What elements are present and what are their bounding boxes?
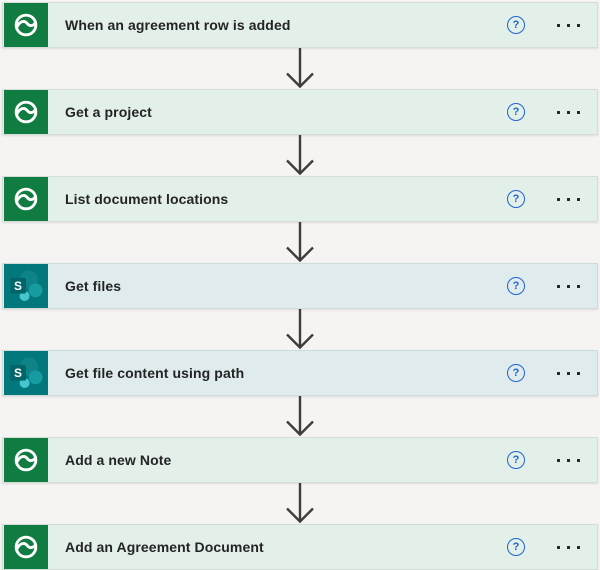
dataverse-icon	[4, 177, 48, 221]
flow-connector-arrow	[0, 48, 600, 89]
ellipsis-menu-button[interactable]	[555, 368, 582, 379]
flow-connector-arrow	[0, 309, 600, 350]
arrow-down-icon	[286, 483, 314, 524]
arrow-down-icon	[286, 396, 314, 437]
flow-step-sharepoint[interactable]: S Get file content using path ?	[2, 350, 598, 396]
ellipsis-menu-button[interactable]	[555, 20, 582, 31]
dataverse-icon	[4, 90, 48, 134]
connector-tile: S	[3, 90, 49, 134]
connector-tile: S	[3, 264, 49, 308]
flow-connector-arrow	[0, 222, 600, 263]
flow-connector-arrow	[0, 396, 600, 437]
step-actions: ?	[507, 277, 597, 295]
flow-connector-arrow	[0, 135, 600, 176]
dataverse-icon	[4, 3, 48, 47]
connector-tile: S	[3, 525, 49, 569]
ellipsis-menu-button[interactable]	[555, 194, 582, 205]
help-icon[interactable]: ?	[507, 538, 525, 556]
step-actions: ?	[507, 16, 597, 34]
step-title: When an agreement row is added	[65, 17, 291, 33]
ellipsis-menu-button[interactable]	[555, 107, 582, 118]
connector-tile: S	[3, 351, 49, 395]
help-icon[interactable]: ?	[507, 103, 525, 121]
step-actions: ?	[507, 538, 597, 556]
connector-tile: S	[3, 177, 49, 221]
flow-step-dataverse[interactable]: S List document locations ?	[2, 176, 598, 222]
flow-step-dataverse[interactable]: S When an agreement row is added ?	[2, 2, 598, 48]
ellipsis-menu-button[interactable]	[555, 281, 582, 292]
svg-text:S: S	[14, 366, 22, 380]
step-title: Get files	[65, 278, 122, 294]
arrow-down-icon	[286, 222, 314, 263]
dataverse-icon	[4, 438, 48, 482]
flow-step-dataverse[interactable]: S Get a project ?	[2, 89, 598, 135]
flow-connector-arrow	[0, 483, 600, 524]
arrow-down-icon	[286, 135, 314, 176]
help-icon[interactable]: ?	[507, 364, 525, 382]
sharepoint-icon: S	[4, 351, 48, 395]
help-icon[interactable]: ?	[507, 451, 525, 469]
step-actions: ?	[507, 190, 597, 208]
step-title: Get a project	[65, 104, 152, 120]
arrow-down-icon	[286, 48, 314, 89]
arrow-down-icon	[286, 309, 314, 350]
dataverse-icon	[4, 525, 48, 569]
step-title: Add an Agreement Document	[65, 539, 264, 555]
sharepoint-icon: S	[4, 264, 48, 308]
flow-step-dataverse[interactable]: S Add an Agreement Document ?	[2, 524, 598, 570]
help-icon[interactable]: ?	[507, 16, 525, 34]
step-title: Add a new Note	[65, 452, 172, 468]
ellipsis-menu-button[interactable]	[555, 542, 582, 553]
ellipsis-menu-button[interactable]	[555, 455, 582, 466]
step-title: Get file content using path	[65, 365, 245, 381]
connector-tile: S	[3, 438, 49, 482]
step-title: List document locations	[65, 191, 229, 207]
connector-tile: S	[3, 3, 49, 47]
flow-step-sharepoint[interactable]: S Get files ?	[2, 263, 598, 309]
step-actions: ?	[507, 103, 597, 121]
flow-step-dataverse[interactable]: S Add a new Note ?	[2, 437, 598, 483]
step-actions: ?	[507, 364, 597, 382]
step-actions: ?	[507, 451, 597, 469]
svg-text:S: S	[14, 279, 22, 293]
help-icon[interactable]: ?	[507, 190, 525, 208]
help-icon[interactable]: ?	[507, 277, 525, 295]
